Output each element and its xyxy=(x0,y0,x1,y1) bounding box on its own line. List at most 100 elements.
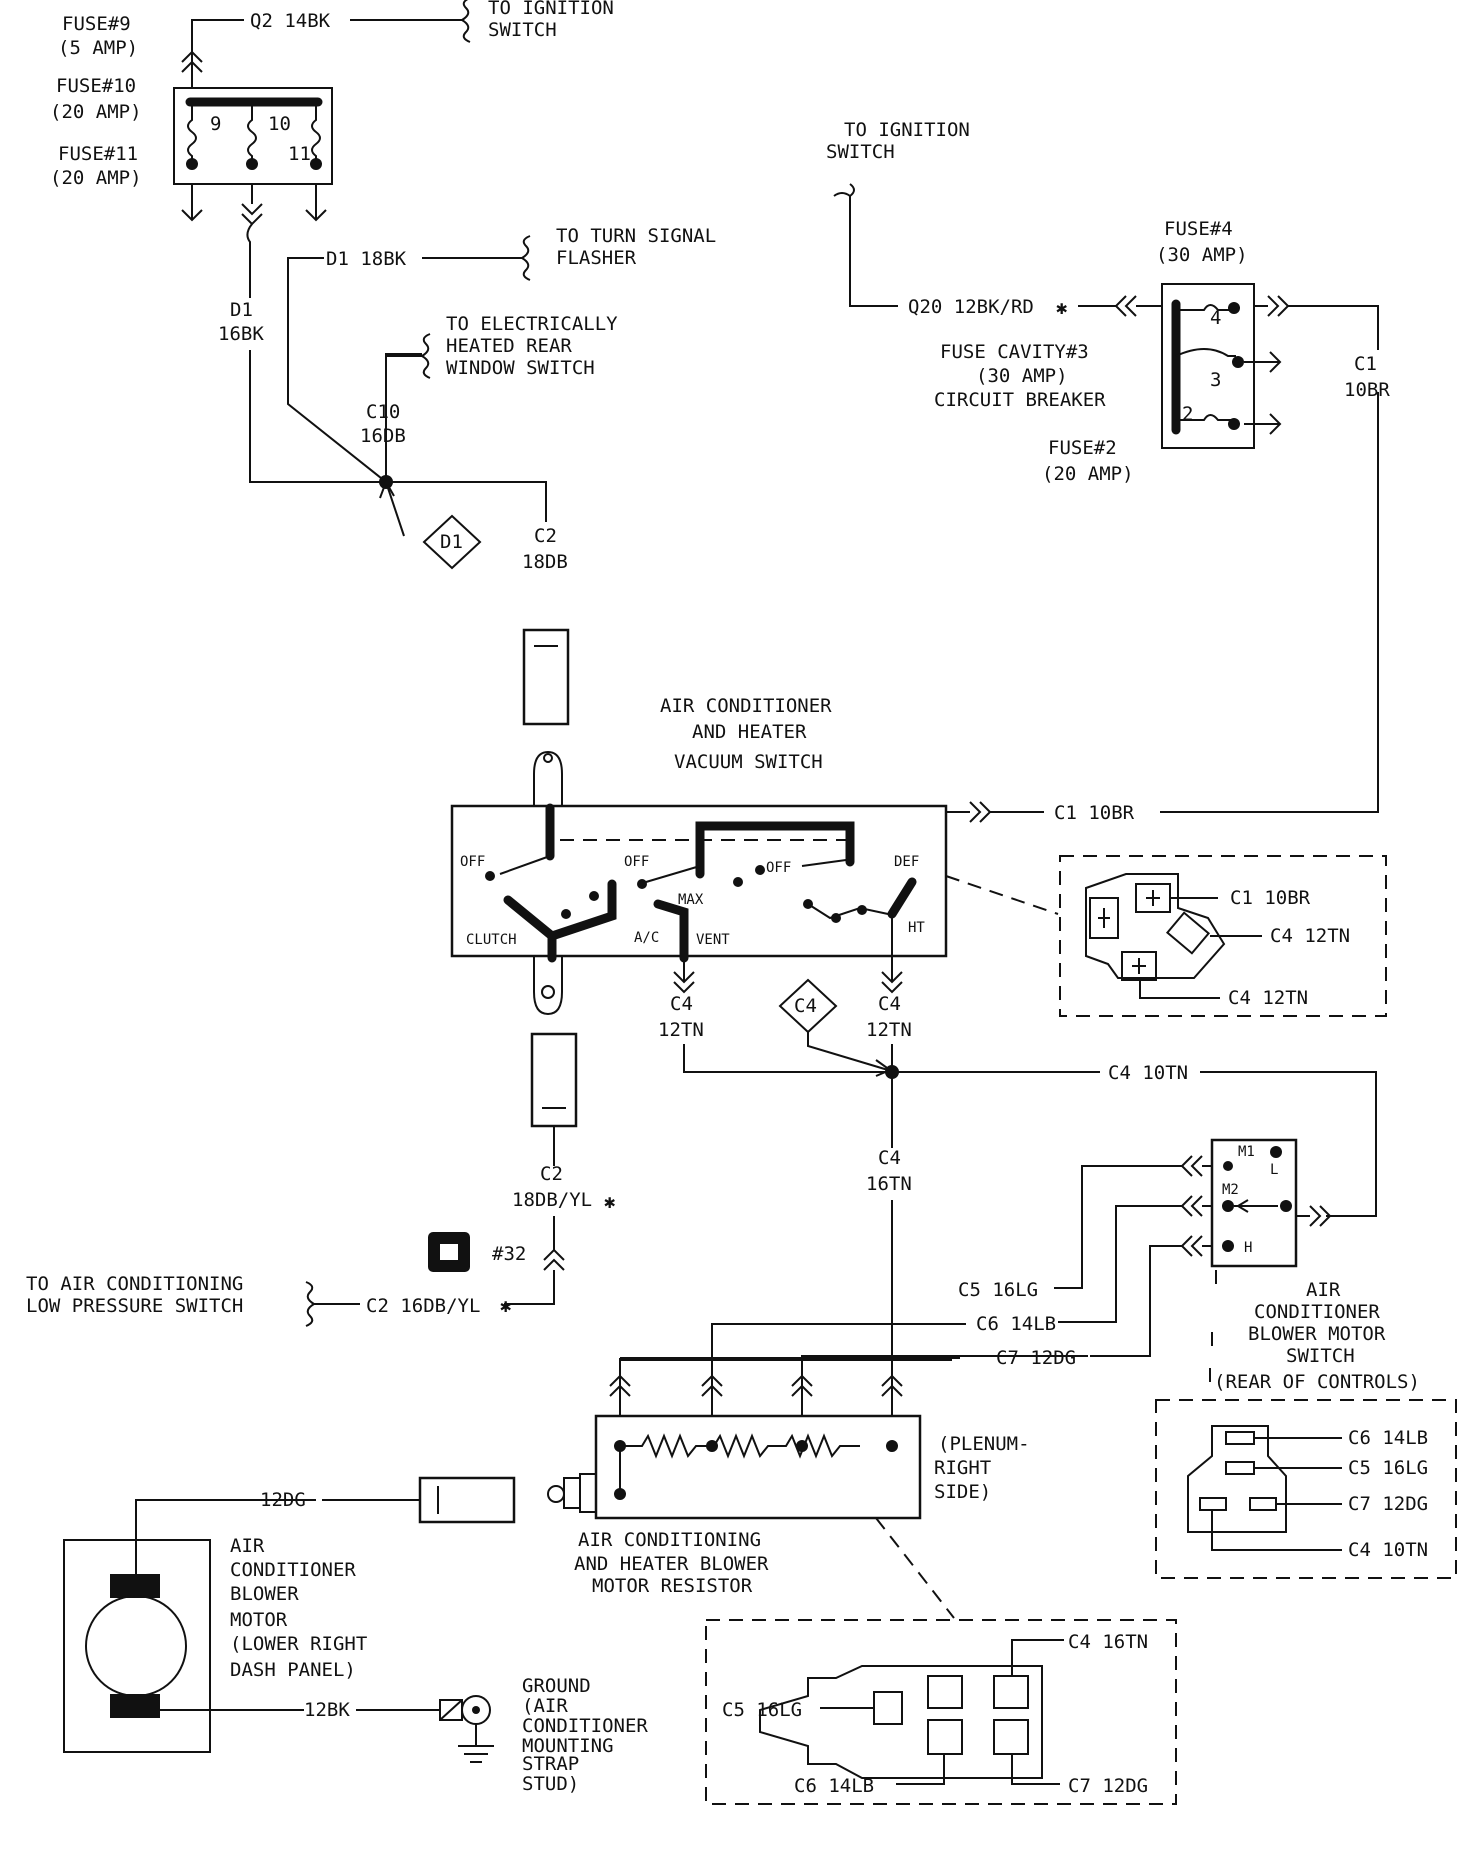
blower-pin-h: H xyxy=(1244,1240,1252,1256)
wire-break-symbol xyxy=(305,1281,315,1327)
lower-plug-connector xyxy=(530,1032,578,1128)
turn-signal-line2: FLASHER xyxy=(556,247,637,269)
ignition-switch-top-line1: TO IGNITION xyxy=(488,0,614,19)
fuse10-label: FUSE#10 xyxy=(56,75,136,97)
d1-18bk-label: D1 18BK xyxy=(326,248,407,270)
resistor-conn-c7-label: C7 12DG xyxy=(1068,1775,1148,1797)
blower-rear-c4-label: C4 10TN xyxy=(1348,1539,1428,1561)
rear-window-line3: WINDOW SWITCH xyxy=(446,357,595,379)
fuse-cavity3-rating: (30 AMP) xyxy=(976,365,1068,387)
vacuum-label-clutch: CLUTCH xyxy=(466,932,517,948)
connector-arrow-down xyxy=(305,184,327,222)
blower-rear-c6-label: C6 14LB xyxy=(1348,1427,1428,1449)
fuse-cavity3-type: CIRCUIT BREAKER xyxy=(934,389,1106,411)
d1-wire-gauge: 16BK xyxy=(218,323,264,345)
c4-left-wire-name: C4 xyxy=(670,993,693,1015)
q20-asterisk: ✱ xyxy=(1056,297,1067,319)
fuse-pin-2: 2 xyxy=(1182,403,1193,425)
blower-pin-m2: M2 xyxy=(1222,1182,1239,1198)
vacuum-switch-title-line2: AND HEATER xyxy=(692,721,807,743)
wire-break-symbol xyxy=(461,0,471,43)
low-pressure-line2: LOW PRESSURE SWITCH xyxy=(26,1295,243,1317)
c7-wire-label: C7 12DG xyxy=(996,1347,1076,1369)
ground-title-line3: CONDITIONER xyxy=(522,1715,648,1737)
vacuum-label-ac: A/C xyxy=(634,930,659,946)
blower-switch-title-line1: AIR xyxy=(1306,1279,1341,1301)
motor-plug-connector xyxy=(418,1476,516,1524)
resistor-conn-outline xyxy=(759,1665,1043,1779)
fuse2-element xyxy=(1176,414,1234,421)
fuse9-terminal xyxy=(186,158,198,170)
motor-title-line3: BLOWER xyxy=(230,1583,299,1605)
blower-rear-c7-label: C7 12DG xyxy=(1348,1493,1428,1515)
motor-title-line5: (LOWER RIGHT xyxy=(230,1633,367,1655)
rear-window-line1: TO ELECTRICALLY xyxy=(446,313,618,335)
ignition-switch-top-line2: SWITCH xyxy=(488,19,557,41)
connector-outline xyxy=(1085,873,1226,979)
blower-pin-l: L xyxy=(1270,1162,1278,1178)
wire-break-symbol xyxy=(421,333,431,379)
switch-conn-c4b-label: C4 12TN xyxy=(1228,987,1308,1009)
motor-title-line4: MOTOR xyxy=(230,1609,288,1631)
fuse11-label: FUSE#11 xyxy=(58,143,138,165)
fuse2-label: FUSE#2 xyxy=(1048,437,1117,459)
fuse-pin-9: 9 xyxy=(210,113,221,135)
c4-left-wire-gauge: 12TN xyxy=(658,1019,704,1041)
vacuum-label-off-1: OFF xyxy=(460,854,485,870)
splice-d1-diamond xyxy=(422,514,482,570)
vacuum-switch-connector-view: C1 10BR C4 12TN C4 12TN xyxy=(945,855,1387,1017)
q2-wire-label: Q2 14BK xyxy=(250,10,331,32)
c1-switch-wire-label: C1 10BR xyxy=(1054,802,1135,824)
switch-conn-c1-label: C1 10BR xyxy=(1230,887,1311,909)
fuse10-rating: (20 AMP) xyxy=(50,101,142,123)
c1-right-wire-gauge: 10BR xyxy=(1344,379,1390,401)
fuse-pin-11: 11 xyxy=(288,143,311,165)
blower-switch-title-line2: CONDITIONER xyxy=(1254,1301,1380,1323)
vacuum-label-ht: HT xyxy=(908,920,925,936)
c2-lower-circuit: C2 18DB/YL ✱ #32 C2 16DB/YL ✱ TO AIR CON… xyxy=(26,1032,615,1327)
fuse4-label: FUSE#4 xyxy=(1164,218,1233,240)
resistor-location-line1: (PLENUM- xyxy=(938,1433,1030,1455)
ground-title-line4: MOUNTING xyxy=(522,1735,614,1757)
ignition-switch-right-line2: SWITCH xyxy=(826,141,895,163)
connector-32-label: #32 xyxy=(492,1243,526,1265)
c4-right-wire-gauge: 12TN xyxy=(866,1019,912,1041)
d1-circuit: D1 16BK D1 18BK TO TURN SIGNAL FLASHER T… xyxy=(218,223,716,573)
connector-view-box xyxy=(1059,855,1387,1017)
turn-signal-line1: TO TURN SIGNAL xyxy=(556,225,716,247)
c4-right-wire-name: C4 xyxy=(878,993,901,1015)
vacuum-label-max: MAX xyxy=(678,892,704,908)
c4-16tn-wire-gauge: 16TN xyxy=(866,1173,912,1195)
ground-symbol-icon xyxy=(458,1724,494,1763)
splice-c4-label: C4 xyxy=(794,995,817,1017)
fuse11-rating: (20 AMP) xyxy=(50,167,142,189)
resistor-conn-c4-label: C4 16TN xyxy=(1068,1631,1148,1653)
blower-switch-title-line3: BLOWER MOTOR xyxy=(1248,1323,1386,1345)
fuse-cavity3-label: FUSE CAVITY#3 xyxy=(940,341,1089,363)
switch-conn-c4a-label: C4 12TN xyxy=(1270,925,1350,947)
fuse-block-right: TO IGNITION SWITCH Q20 12BK/RD ✱ FUSE#4 … xyxy=(826,119,1300,485)
fuse11-terminal xyxy=(310,158,322,170)
blower-motor-switch: M1 L M2 H C5 16LG C6 14LB C7 12DG AIR CO… xyxy=(958,1138,1420,1393)
fuse11-element xyxy=(311,102,321,164)
low-pressure-line1: TO AIR CONDITIONING xyxy=(26,1273,243,1295)
fuse2-rating: (20 AMP) xyxy=(1042,463,1134,485)
blower-motor: 12DG 12BK AIR CONDITIONER BLOWER MOTOR (… xyxy=(63,1476,648,1795)
wire-break-symbol xyxy=(521,235,531,281)
blower-rear-c5-label: C5 16LG xyxy=(1348,1457,1428,1479)
vacuum-switch-top-terminal xyxy=(533,750,563,806)
fuse-pin-10: 10 xyxy=(268,113,291,135)
c2-lower-wire-gauge: 18DB/YL xyxy=(512,1189,592,1211)
connector-arrow-down xyxy=(181,184,203,222)
fuse-panel-right-box xyxy=(1161,283,1255,449)
resistor-title-line1: AIR CONDITIONING xyxy=(578,1529,761,1551)
blower-switch-title-line5: (REAR OF CONTROLS) xyxy=(1214,1371,1420,1393)
ground-title-line5: STRAP xyxy=(522,1753,579,1775)
w12dg-wire-label: 12DG xyxy=(260,1489,306,1511)
c4-circuit: C4 12TN C4 12TN C4 C4 10TN C4 16TN xyxy=(658,958,1377,1386)
resistor-title-line2: AND HEATER BLOWER xyxy=(574,1553,769,1575)
q2-circuit: Q2 14BK TO IGNITION SWITCH xyxy=(191,0,614,54)
fuse4-element xyxy=(1176,304,1234,311)
vacuum-switch-title-line3: VACUUM SWITCH xyxy=(674,751,823,773)
